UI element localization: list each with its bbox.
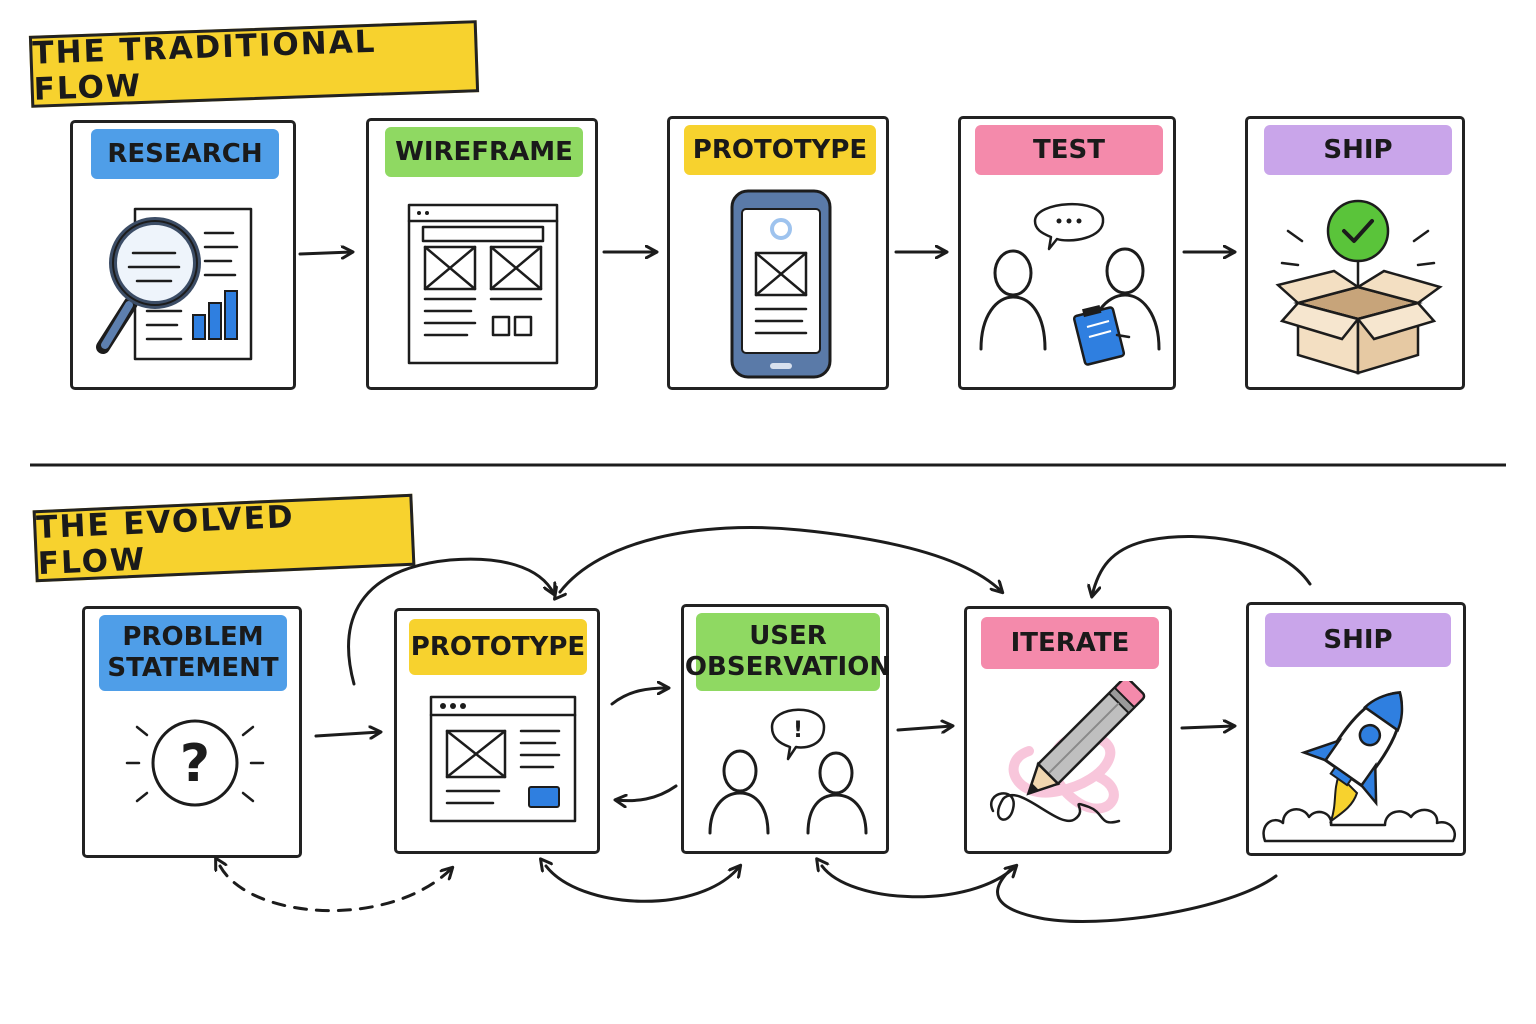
evolved-step-problem-statement: PROBLEM STATEMENT ? <box>82 606 302 858</box>
step-label: USER OBSERVATION <box>685 613 891 691</box>
traditional-step-research: RESEARCH <box>70 120 296 390</box>
evolved-step-iterate: ITERATE <box>964 606 1172 854</box>
svg-text:?: ? <box>180 734 210 794</box>
loop-ship-to-iterate-bottom <box>996 868 1278 923</box>
users-observing-icon: ! <box>708 708 868 835</box>
loop-problem-to-prototype-top <box>347 557 554 686</box>
open-box-check-icon <box>1275 199 1443 375</box>
browser-prototype-icon <box>429 695 577 823</box>
arrow-observation-to-prototype <box>616 784 678 801</box>
wireframe-window-icon <box>407 203 559 365</box>
arrow-iterate-to-ship <box>1180 726 1234 728</box>
step-label: PROTOTYPE <box>409 619 587 675</box>
step-label: PROTOTYPE <box>684 125 876 175</box>
rocket-icon <box>1262 690 1456 843</box>
traditional-step-prototype: PROTOTYPE <box>667 116 889 390</box>
evolved-step-ship: SHIP <box>1246 602 1466 856</box>
step-label: TEST <box>975 125 1163 175</box>
step-label: PROBLEM STATEMENT <box>99 615 287 691</box>
magnifying-glass-report-icon <box>96 207 253 361</box>
smartphone-prototype-icon <box>730 189 832 379</box>
step-label: SHIP <box>1265 613 1451 667</box>
question-mark-icon: ? <box>125 719 265 807</box>
evolved-step-user-observation: USER OBSERVATION ! <box>681 604 891 854</box>
pencil-scribble-icon <box>990 681 1146 824</box>
loop-observation-iterate-bottom <box>822 866 1016 899</box>
traditional-step-test: TEST <box>958 116 1176 390</box>
svg-text:!: ! <box>793 718 803 743</box>
traditional-step-ship: SHIP <box>1245 116 1465 390</box>
loop-prototype-observation-bottom <box>546 866 740 903</box>
arrow-observation-to-iterate <box>896 726 952 730</box>
traditional-step-wireframe: WIREFRAME <box>366 118 598 390</box>
step-label: WIREFRAME <box>385 127 583 177</box>
evolved-step-prototype: PROTOTYPE <box>394 608 600 854</box>
loop-problem-prototype-dashed <box>220 866 452 912</box>
user-testing-icon <box>979 202 1161 366</box>
arrow-research-to-wireframe <box>298 252 352 254</box>
arrow-problem-to-prototype <box>314 732 380 736</box>
arrow-prototype-to-observation <box>610 688 668 706</box>
loop-ship-to-iterate-top <box>1092 534 1312 596</box>
step-label: RESEARCH <box>91 129 279 179</box>
step-label: SHIP <box>1264 125 1452 175</box>
step-label: ITERATE <box>981 617 1159 669</box>
loop-prototype-iterate-top <box>560 526 1002 592</box>
